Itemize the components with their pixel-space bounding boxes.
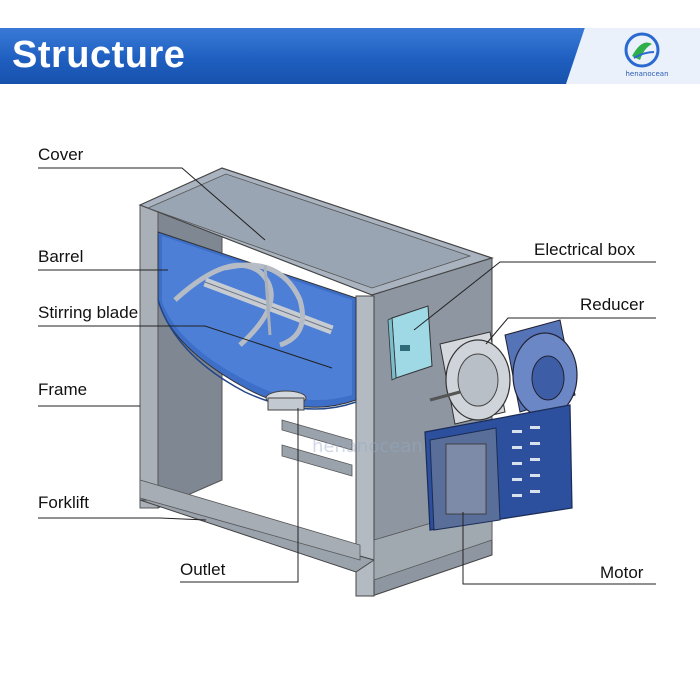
logo-icon <box>624 32 660 68</box>
logo-text: henanocean <box>625 70 669 78</box>
label-stirring-blade: Stirring blade <box>38 303 139 322</box>
watermark-text: henanocean <box>312 436 423 457</box>
label-outlet: Outlet <box>180 560 226 579</box>
leader-lines <box>38 167 656 585</box>
label-motor: Motor <box>600 563 644 582</box>
label-reducer: Reducer <box>580 295 645 314</box>
header: Structure henanocean <box>0 28 700 84</box>
label-cover: Cover <box>38 145 84 164</box>
stirring-blade <box>173 262 334 348</box>
outlet-valve <box>265 390 307 411</box>
label-barrel: Barrel <box>38 247 84 266</box>
page-title: Structure <box>12 34 186 76</box>
motor-housing <box>424 404 573 531</box>
label-forklift: Forklift <box>38 493 89 512</box>
label-frame: Frame <box>38 380 88 399</box>
reducer-assembly <box>429 319 578 425</box>
label-electrical-box: Electrical box <box>534 240 636 259</box>
